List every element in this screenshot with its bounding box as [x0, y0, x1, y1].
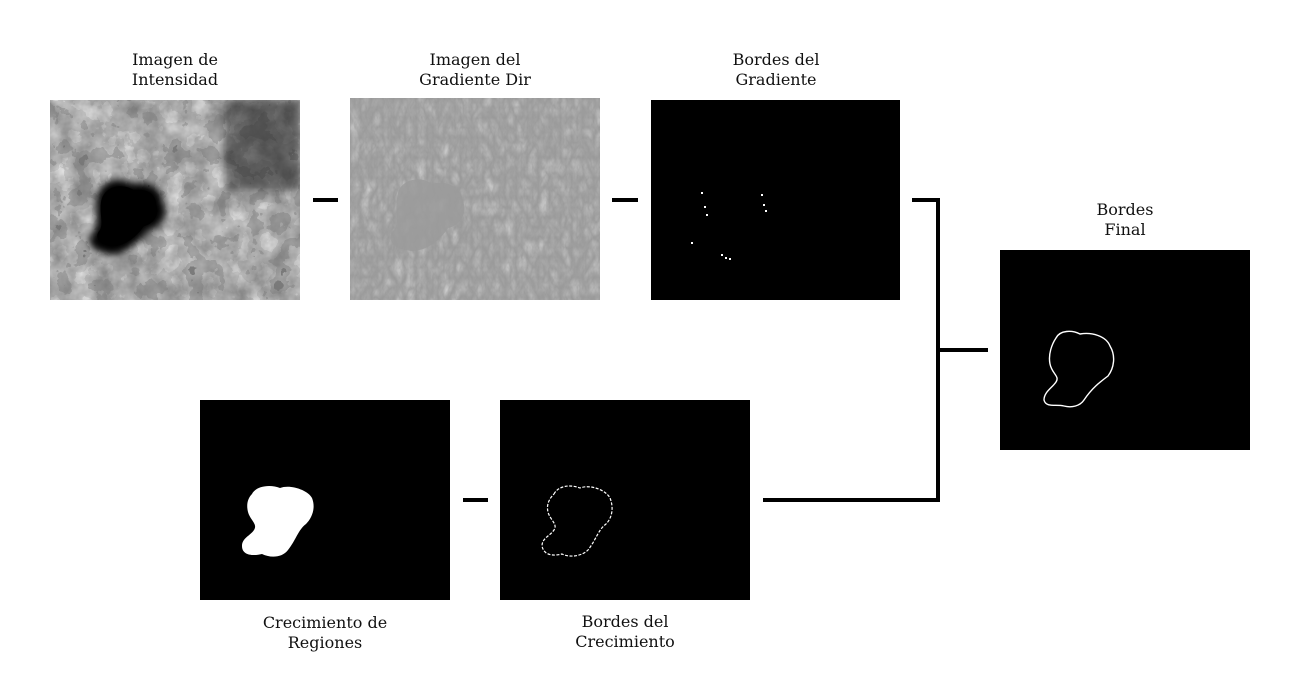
gradient-edges-image	[651, 100, 900, 300]
growth-contour	[541, 485, 613, 557]
intensity-dark-corner	[225, 100, 300, 190]
gradient-edges-bg	[651, 100, 900, 300]
caption-gradient-dir: Imagen del Gradiente Dir	[419, 50, 531, 89]
gradient-edge-points	[691, 192, 767, 260]
growth-edges-image	[500, 400, 750, 600]
region-growing-blob	[242, 486, 314, 557]
final-edges-image	[1000, 250, 1250, 450]
gradient-texture	[350, 98, 600, 300]
caption-growth-edges: Bordes del Crecimiento	[575, 612, 675, 651]
region-growing-bg	[200, 400, 450, 600]
intensity-dark-core	[97, 186, 158, 247]
caption-final-edges: Bordes Final	[1096, 200, 1154, 239]
caption-region-growing: Crecimiento de Regiones	[262, 613, 388, 652]
intensity-image	[50, 100, 300, 300]
final-edges-bg	[1000, 250, 1250, 450]
growth-edges-bg	[500, 400, 750, 600]
caption-intensity: Imagen de Intensidad	[131, 50, 219, 89]
final-contour	[1043, 330, 1115, 408]
gradient-direction-image	[350, 98, 600, 300]
region-growing-image	[200, 400, 450, 600]
caption-gradient-edges: Bordes del Gradiente	[732, 50, 820, 89]
gradient-smooth-region	[390, 179, 465, 251]
